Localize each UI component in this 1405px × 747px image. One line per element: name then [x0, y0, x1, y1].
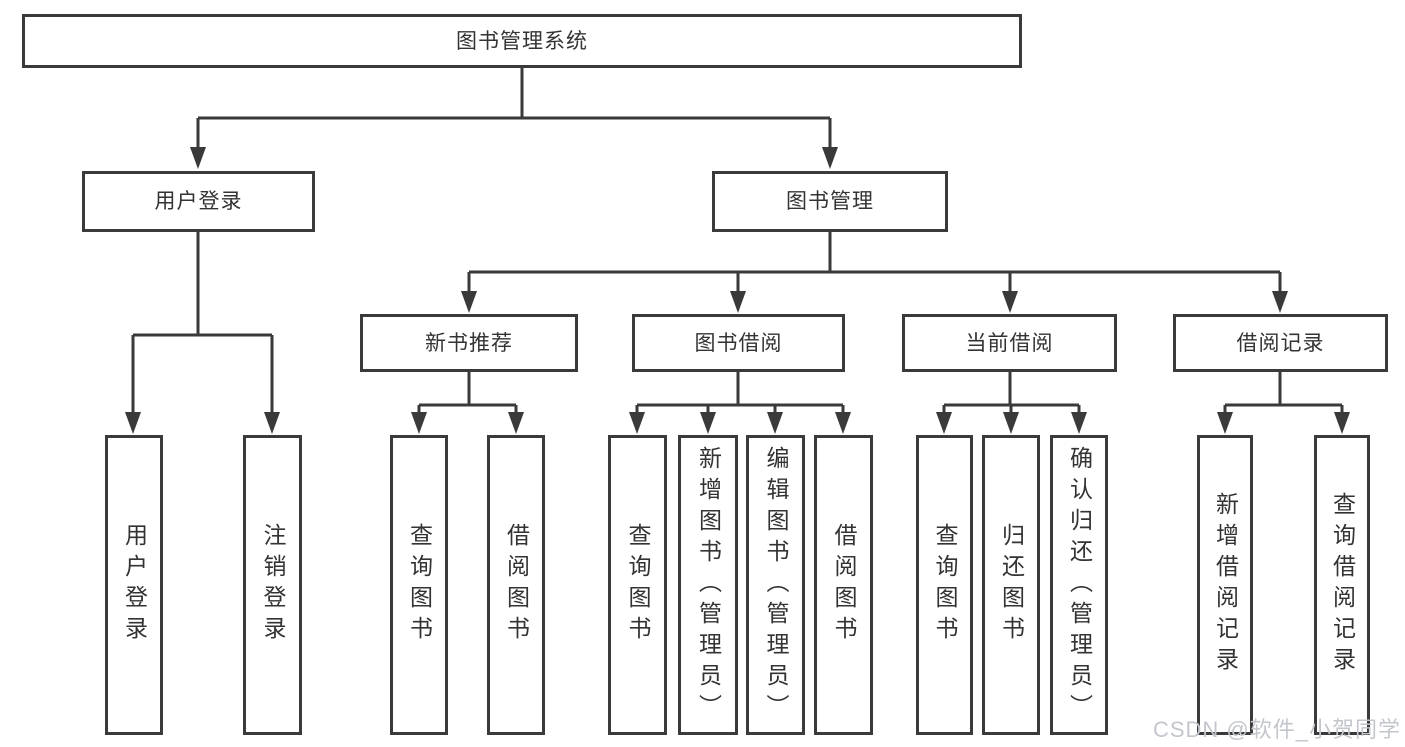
node-label: 借阅图书 [831, 523, 857, 647]
leaf-edit-books-admin: 编辑图书（管理员） [746, 435, 805, 735]
node-borrowing-records: 借阅记录 [1173, 314, 1388, 372]
node-label: 借阅记录 [1236, 331, 1325, 355]
arrow-icon [1071, 412, 1087, 434]
node-label: 归还图书 [998, 523, 1025, 647]
leaf-query-books-current: 查询图书 [916, 435, 973, 735]
connector-records-to-leaves [1223, 372, 1344, 414]
arrow-icon [822, 147, 838, 169]
leaf-confirm-return-admin: 确认归还（管理员） [1050, 435, 1108, 735]
connector-login-to-leaves [131, 232, 274, 414]
arrow-icon [767, 412, 783, 434]
arrow-icon [1002, 291, 1018, 313]
node-label: 图书管理系统 [456, 29, 588, 53]
leaf-add-books-admin: 新增图书（管理员） [678, 435, 738, 735]
arrow-icon [629, 412, 645, 434]
node-label: 借阅图书 [503, 523, 530, 647]
arrow-icon [835, 412, 851, 434]
node-label: 用户登录 [154, 190, 243, 213]
arrow-icon [264, 412, 280, 434]
connector-newrec-to-leaves [417, 372, 518, 414]
node-root-system: 图书管理系统 [22, 14, 1022, 68]
arrow-icon [1217, 412, 1233, 434]
connector-borrow-to-leaves [635, 372, 845, 414]
node-label: 查询图书 [625, 523, 651, 647]
node-label: 查询图书 [932, 523, 958, 647]
arrow-icon [411, 412, 427, 434]
csdn-watermark: CSDN @软件_小贺同学 [1152, 717, 1401, 742]
connector-current-to-leaves [942, 372, 1081, 414]
node-user-login-branch: 用户登录 [82, 171, 315, 232]
node-new-book-recommend: 新书推荐 [360, 314, 578, 372]
node-label: 新书推荐 [425, 331, 513, 355]
node-label: 图书借阅 [694, 331, 783, 355]
node-label: 图书管理 [786, 190, 874, 213]
arrow-icon [125, 412, 141, 434]
leaf-borrow-books: 借阅图书 [814, 435, 873, 735]
leaf-query-books-newrec: 查询图书 [390, 435, 448, 735]
node-label: 注销登录 [260, 523, 286, 647]
arrow-icon [508, 412, 524, 434]
connector-root-to-level2 [196, 68, 832, 150]
leaf-logout: 注销登录 [243, 435, 302, 735]
node-label: 编辑图书（管理员） [763, 445, 789, 725]
arrow-icon [461, 291, 477, 313]
leaf-user-login: 用户登录 [105, 435, 163, 735]
node-label: 新增借阅记录 [1212, 492, 1239, 678]
node-label: 新增图书（管理员） [695, 445, 722, 725]
node-book-borrowing: 图书借阅 [632, 314, 845, 372]
arrow-icon [1272, 291, 1288, 313]
leaf-borrow-books-newrec: 借阅图书 [487, 435, 545, 735]
node-label: 当前借阅 [965, 331, 1054, 355]
arrow-icon [1334, 412, 1350, 434]
connector-mgmt-to-level3 [467, 232, 1282, 294]
arrow-icon [936, 412, 952, 434]
arrow-icon [1003, 412, 1019, 434]
node-book-management: 图书管理 [712, 171, 948, 232]
node-label: 查询借阅记录 [1329, 492, 1356, 678]
arrow-icon [190, 147, 206, 169]
arrow-icon [730, 291, 746, 313]
node-current-borrowing: 当前借阅 [902, 314, 1117, 372]
leaf-add-borrow-record: 新增借阅记录 [1197, 435, 1253, 735]
leaf-query-books-borrow: 查询图书 [608, 435, 667, 735]
node-label: 查询图书 [406, 523, 433, 647]
arrow-icon [700, 412, 716, 434]
node-label: 确认归还（管理员） [1066, 445, 1093, 725]
leaf-query-borrow-record: 查询借阅记录 [1314, 435, 1370, 735]
leaf-return-books: 归还图书 [982, 435, 1040, 735]
node-label: 用户登录 [121, 523, 148, 647]
